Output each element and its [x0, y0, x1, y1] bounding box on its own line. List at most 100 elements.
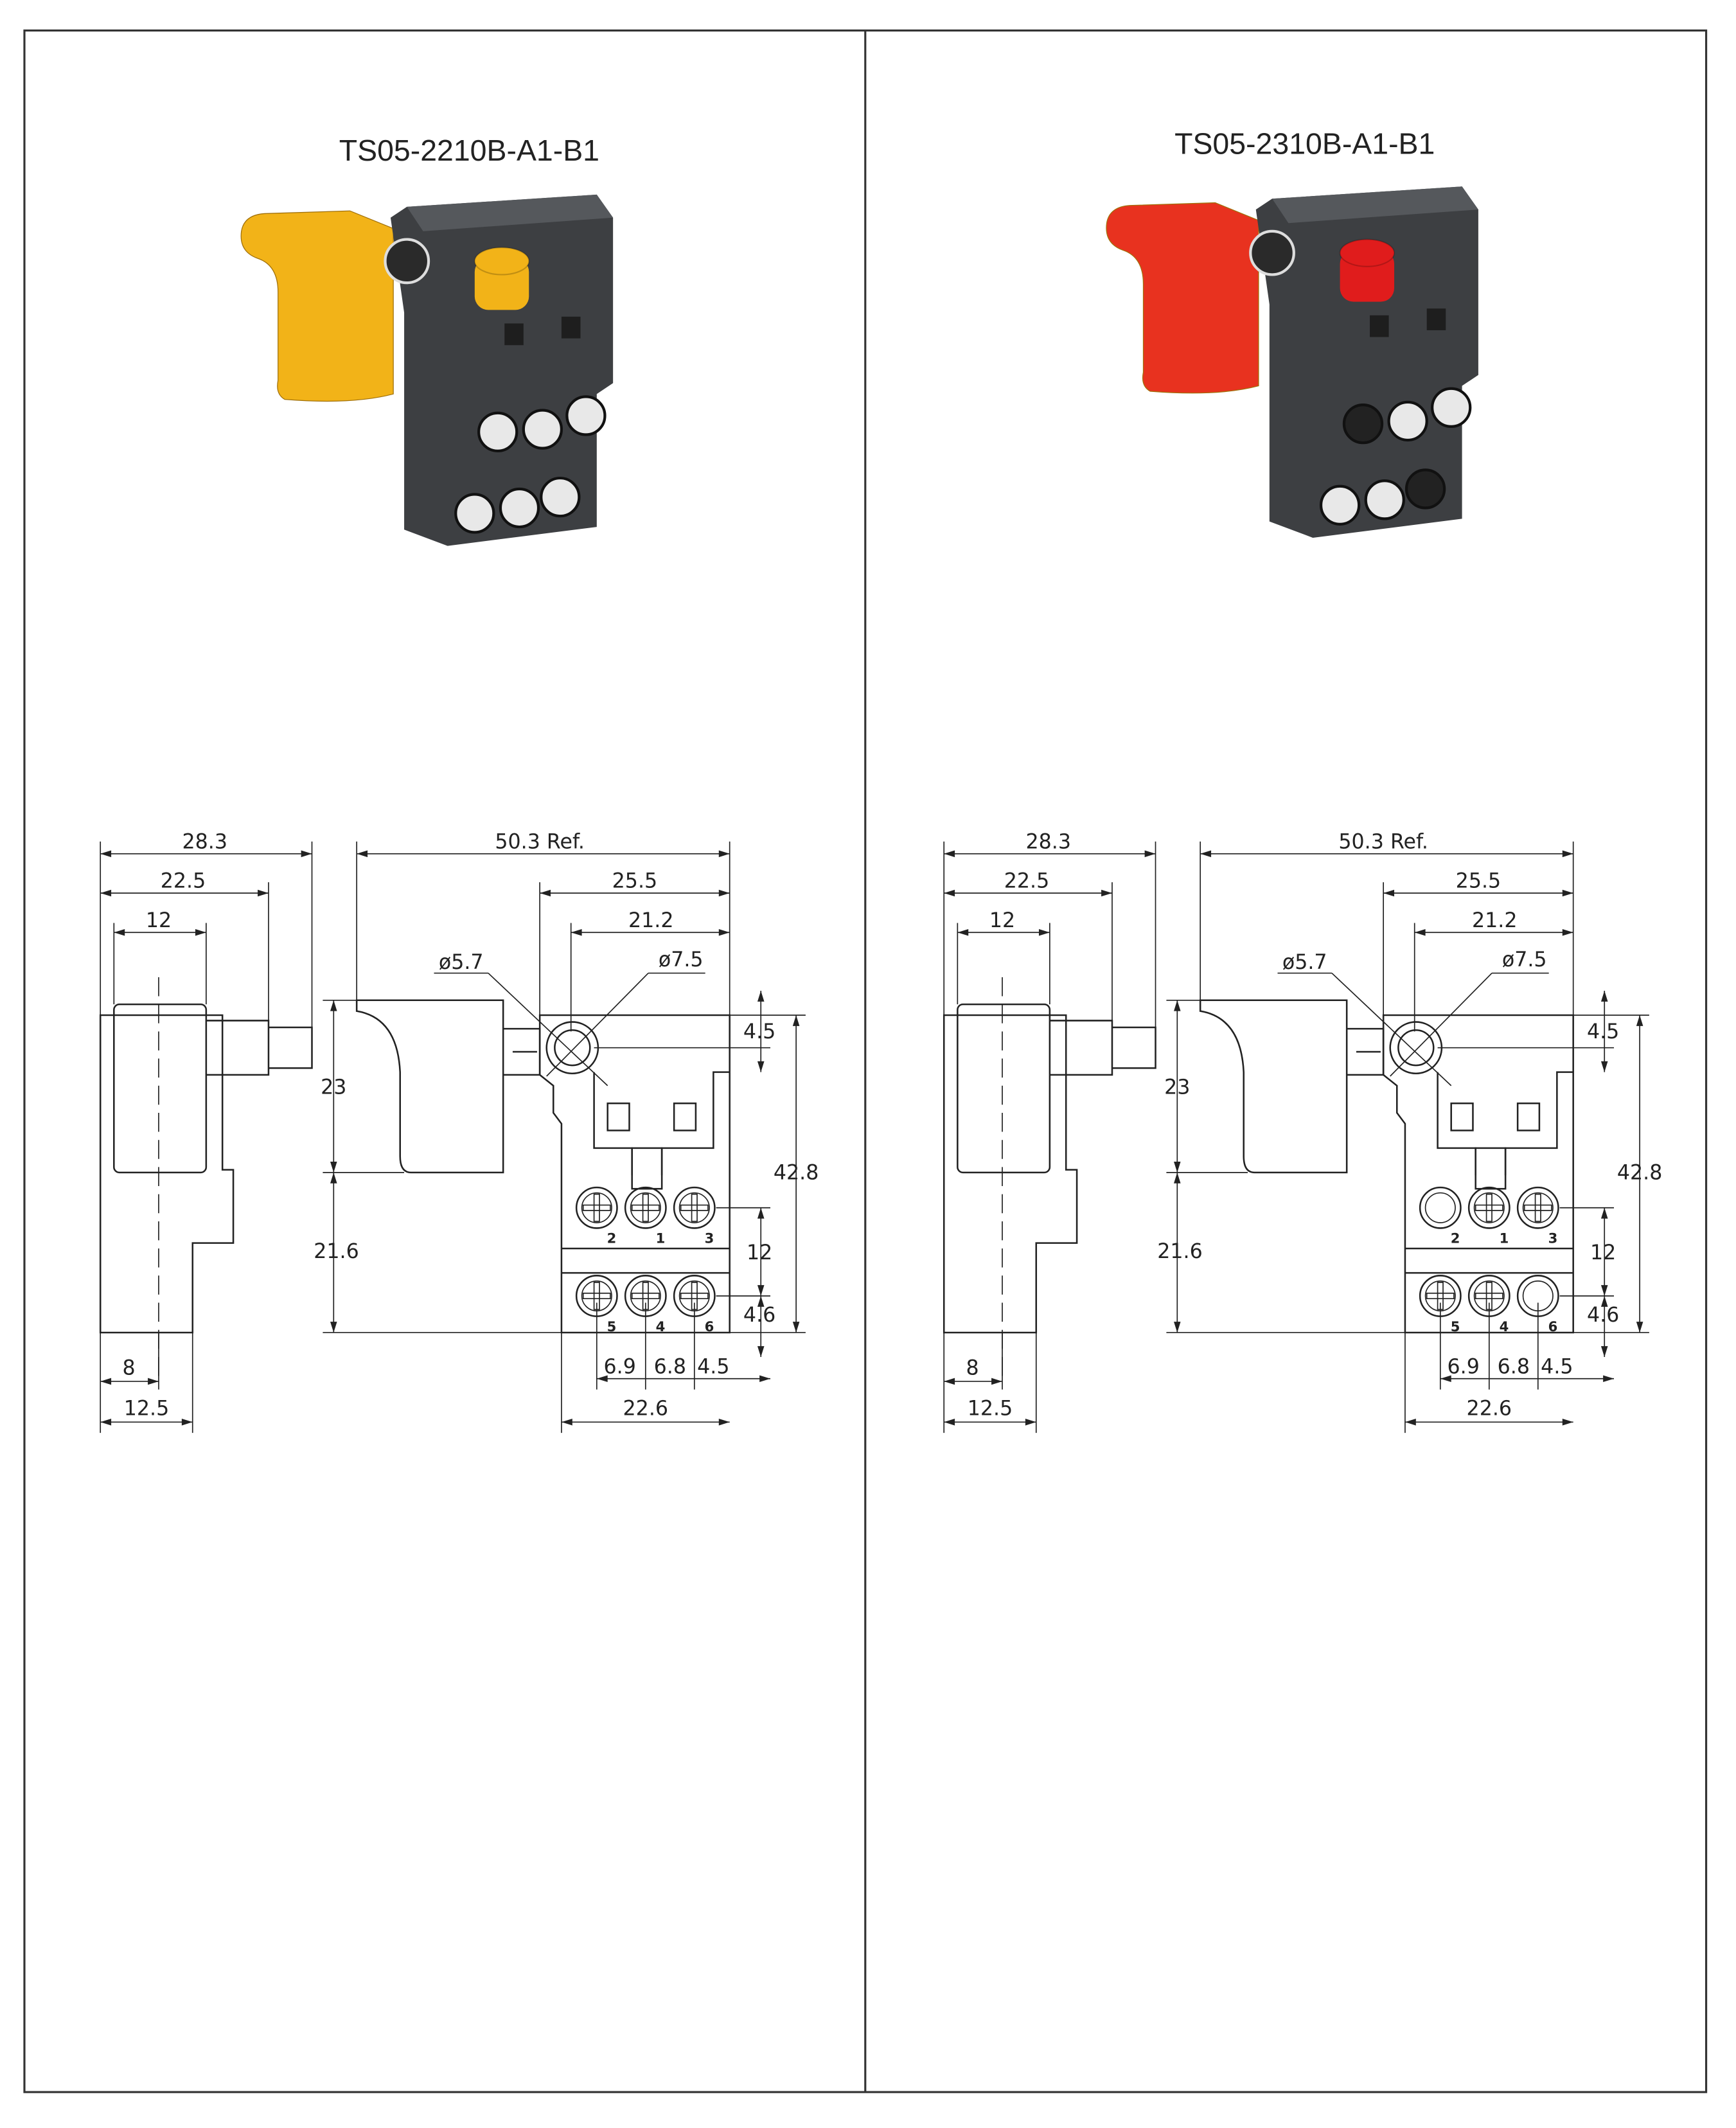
shaft-hole-inner [554, 1029, 591, 1067]
dimension-label: 22.5 [1004, 870, 1049, 893]
window-outline [673, 1102, 697, 1131]
dimension-label: 4.5 [1541, 1355, 1573, 1378]
switch-body [1255, 186, 1478, 538]
cross-slot-icon [631, 1282, 660, 1310]
dimension-label: 12.5 [968, 1397, 1013, 1421]
side-trigger [957, 1003, 1051, 1174]
terminal-icon [1431, 387, 1472, 428]
dimension-label: 22.6 [623, 1397, 669, 1421]
dimension-label: 4.6 [743, 1304, 775, 1327]
product-image [1106, 186, 1478, 538]
dimension-label: 25.5 [1456, 870, 1501, 893]
side-trigger [113, 1003, 208, 1174]
dimension-label: 12 [1590, 1241, 1616, 1264]
terminal-icon [1319, 484, 1361, 526]
terminal-number: 5 [1451, 1318, 1460, 1334]
dimension-label: 12 [747, 1241, 772, 1264]
terminal-number: 3 [705, 1230, 714, 1246]
cross-slot-icon [1426, 1282, 1455, 1310]
terminal-number: 4 [656, 1318, 666, 1334]
arrowhead [1600, 1207, 1608, 1296]
terminal-number: 5 [607, 1318, 617, 1334]
dimension-label: 25.5 [612, 870, 658, 893]
center-tab [1475, 1147, 1507, 1190]
dimension-label: 28.3 [182, 830, 227, 853]
terminal-screw [1516, 1186, 1559, 1229]
lock-button-top [1339, 238, 1395, 267]
terminal-screw-head [581, 1192, 612, 1223]
terminal-number: 2 [607, 1230, 617, 1246]
dimension-label: 4.6 [1587, 1304, 1619, 1327]
arrowhead [944, 1419, 1036, 1426]
product-image [240, 194, 614, 546]
dimension-label: 22.5 [161, 870, 206, 893]
trigger-outline [1199, 999, 1348, 1174]
terminal-number: 2 [1451, 1230, 1460, 1246]
side-shaft [1049, 1020, 1156, 1076]
terminal-screw [575, 1186, 618, 1229]
leader-line [1331, 972, 1452, 1086]
switch-body-top [407, 194, 614, 231]
arrowhead [114, 928, 206, 936]
terminal-icon [499, 487, 540, 529]
cross-slot-icon [680, 1282, 709, 1310]
cross-slot-icon [680, 1193, 709, 1222]
terminal-number: 6 [1548, 1318, 1558, 1334]
dimension-label: 21.6 [314, 1240, 359, 1263]
body-outline [538, 1014, 731, 1334]
side-profile [99, 1014, 235, 1334]
terminal-icon [477, 411, 518, 452]
cross-slot-icon [1475, 1193, 1503, 1222]
arrowhead [957, 928, 1050, 936]
arrowhead [100, 1419, 193, 1426]
dimension-label: 21.6 [1157, 1240, 1203, 1263]
terminal-screw-head [1522, 1192, 1554, 1223]
dimension-label: 23 [321, 1076, 346, 1099]
dimension-label: 21.2 [628, 909, 674, 932]
terminal-number: 3 [1548, 1230, 1558, 1246]
switch-body [390, 194, 614, 546]
product-title: TS05-2210B-A1-B1 [339, 134, 599, 167]
terminal-number: 6 [705, 1318, 714, 1334]
terminal-screw [673, 1186, 716, 1229]
terminal-screw-head [1473, 1192, 1505, 1223]
switch-body-top [1272, 186, 1478, 224]
cross-slot-icon [582, 1282, 611, 1310]
dimension-label: 21.2 [1472, 909, 1518, 932]
dimension-label: 8 [966, 1356, 979, 1379]
dimension-label: ø5.7 [439, 951, 484, 974]
terminal-screw [1467, 1186, 1510, 1229]
terminal-icon [540, 476, 581, 518]
terminal-icon [1364, 479, 1405, 520]
body-outline [1382, 1014, 1574, 1334]
dimension-label: 23 [1164, 1076, 1190, 1099]
dimension-label: 6.8 [654, 1355, 686, 1378]
lock-button-top [474, 247, 530, 276]
terminal-icon [454, 493, 495, 534]
shaft-hole-inner [1397, 1029, 1435, 1067]
leader-line [488, 972, 608, 1086]
terminal-screw-head [1424, 1192, 1456, 1223]
dimension-label: 12 [146, 909, 172, 932]
terminal-screw [1419, 1186, 1462, 1229]
dimension-label: 4.5 [697, 1355, 729, 1378]
leader-line [546, 972, 649, 1077]
product-title: TS05-2310B-A1-B1 [1174, 127, 1435, 161]
window-outline [607, 1102, 630, 1131]
shaft-outline [1347, 1027, 1385, 1076]
arrowhead [757, 1207, 765, 1296]
dimension-label: 22.6 [1467, 1397, 1512, 1421]
terminal-screw [624, 1186, 667, 1229]
dimension-label: ø5.7 [1282, 951, 1327, 974]
terminal-number: 1 [656, 1230, 666, 1246]
dimension-label: 6.8 [1498, 1355, 1530, 1378]
shaft-ring [1249, 229, 1295, 276]
side-profile [943, 1014, 1078, 1334]
dimension-label: 12 [989, 909, 1015, 932]
